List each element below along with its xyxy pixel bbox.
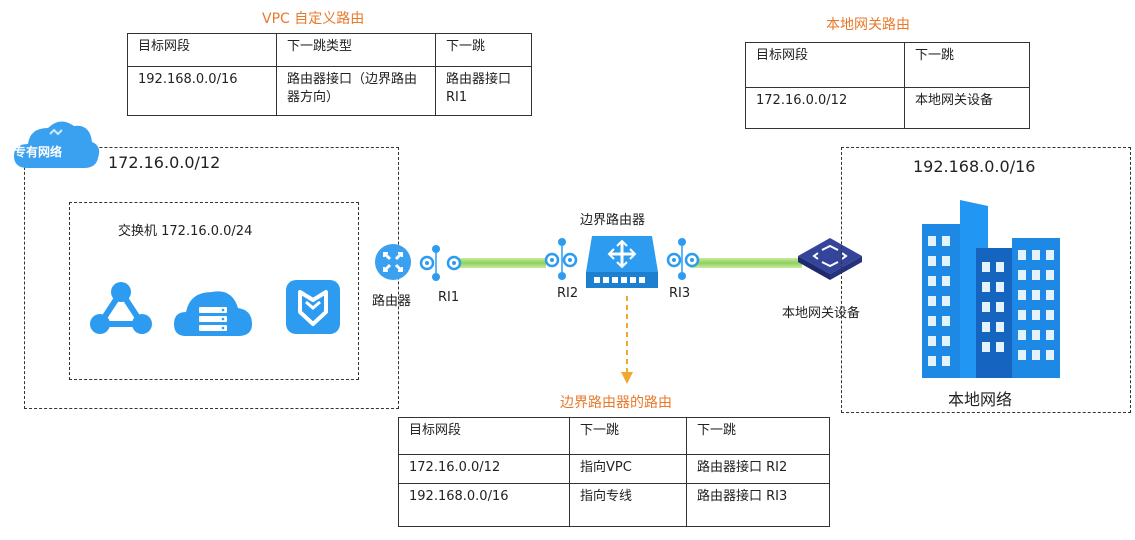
- header-cell: 目标网段: [398, 417, 570, 455]
- link-ri3-gateway: [690, 258, 802, 268]
- table-cell: 指向VPC: [569, 454, 687, 484]
- table-cell: 路由器接口 RI2: [686, 454, 830, 484]
- table-cell: 192.168.0.0/16: [398, 483, 570, 527]
- switch-label: 交换机 172.16.0.0/24: [118, 224, 253, 239]
- table-cell: 172.16.0.0/12: [745, 87, 905, 129]
- table-row: 172.16.0.0/12 指向VPC 路由器接口 RI2: [398, 454, 830, 484]
- border-router-label: 边界路由器: [580, 213, 646, 228]
- ri2-label: RI2: [557, 286, 579, 301]
- table-cell: 路由器接口 RI3: [686, 483, 830, 527]
- table-cell: 本地网关设备: [904, 87, 1030, 129]
- local-gateway-route-table-title: 本地网关路由: [826, 17, 910, 33]
- table-cell: 路由器接口（边界路由器方向）: [276, 66, 436, 116]
- link-ri1-ri2: [456, 258, 546, 268]
- security-service-icon: [286, 280, 340, 334]
- vpc-route-table-title: VPC 自定义路由: [262, 11, 365, 27]
- header-cell: 下一跳: [904, 42, 1030, 88]
- header-cell: 下一跳: [686, 417, 830, 455]
- cloud-server-icon: [174, 291, 252, 336]
- vswitch-area: [69, 202, 359, 380]
- local-gateway-route-table: 目标网段 下一跳 172.16.0.0/12 本地网关设备: [745, 42, 1030, 129]
- table-row: 172.16.0.0/12 本地网关设备: [745, 87, 1030, 129]
- vpc-cidr: 172.16.0.0/12: [108, 153, 221, 172]
- vpc-router-label: 路由器: [372, 294, 412, 309]
- table-cell: 路由器接口 RI1: [435, 66, 532, 116]
- border-router-route-table-title: 边界路由器的路由: [560, 395, 672, 411]
- table-header-row: 目标网段 下一跳: [745, 42, 1030, 88]
- table-cell: 指向专线: [569, 483, 687, 527]
- cloud-icon: [14, 121, 100, 168]
- border-router-route-table: 目标网段 下一跳 下一跳 172.16.0.0/12 指向VPC 路由器接口 R…: [398, 417, 830, 527]
- table-cell: 192.168.0.0/16: [127, 66, 277, 116]
- ri1-interface-icon: [419, 245, 462, 281]
- building-icon: [922, 200, 1060, 378]
- ri3-interface-icon: [666, 238, 700, 280]
- local-gateway-label: 本地网关设备: [782, 306, 861, 321]
- cloud-badge: 专有网络: [10, 112, 102, 176]
- local-cidr: 192.168.0.0/16: [913, 157, 1036, 176]
- border-router-icon: [586, 236, 658, 288]
- vpc-route-table: 目标网段 下一跳类型 下一跳 192.168.0.0/16 路由器接口（边界路由…: [127, 33, 532, 116]
- local-network-area: [841, 147, 1131, 413]
- table-cell: 172.16.0.0/12: [398, 454, 570, 484]
- table-row: 192.168.0.0/16 路由器接口（边界路由器方向） 路由器接口 RI1: [127, 66, 532, 116]
- network-nodes-icon: [90, 282, 152, 334]
- table-row: 192.168.0.0/16 指向专线 路由器接口 RI3: [398, 483, 830, 527]
- header-cell: 下一跳: [569, 417, 687, 455]
- ri2-interface-icon: [544, 238, 578, 280]
- ri3-label: RI3: [669, 286, 691, 301]
- vpc-router-icon: [375, 244, 411, 280]
- table-header-row: 目标网段 下一跳 下一跳: [398, 417, 830, 455]
- local-network-label: 本地网络: [948, 390, 1013, 409]
- ri1-label: RI1: [438, 290, 460, 305]
- vpc-badge-label: 专有网络: [14, 145, 63, 159]
- local-gateway-icon: [798, 238, 862, 280]
